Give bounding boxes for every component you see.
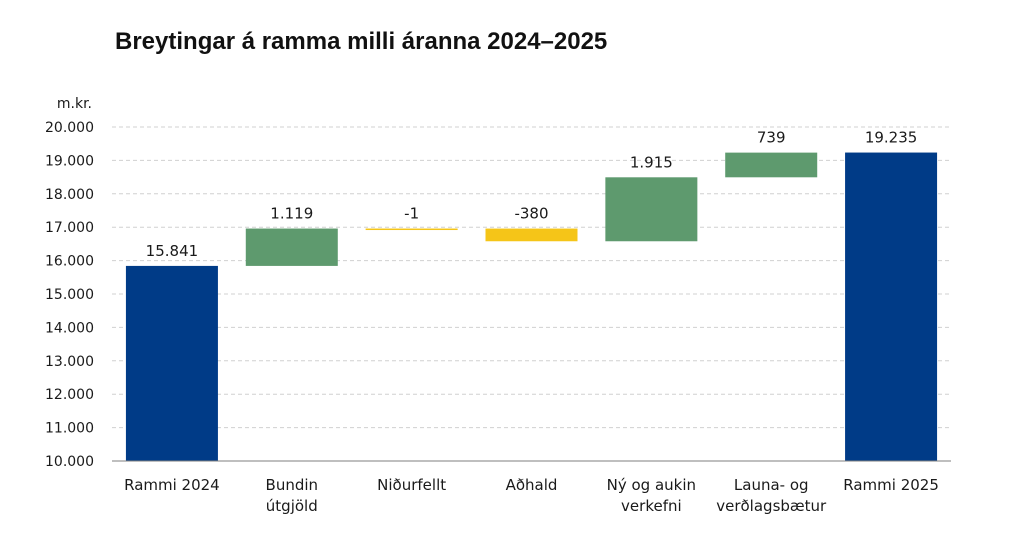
bar-1 — [245, 228, 338, 266]
grid-lines — [112, 126, 951, 429]
data-label-5: 739 — [757, 129, 786, 147]
y-tick-labels: 10.000 11.000 12.000 13.000 14.000 15.000 16.0… — [45, 120, 94, 470]
y-tick-label: 15.000 — [45, 287, 94, 303]
data-label-4: 1.915 — [630, 153, 673, 171]
bar-2 — [365, 228, 458, 231]
y-tick-label: 19.000 — [45, 153, 94, 169]
chart-title: Breytingar á ramma milli áranna 2024–202… — [115, 28, 608, 55]
bar-6 — [845, 152, 938, 461]
data-label-2: -1 — [404, 205, 419, 223]
category-label-2: Niðurfellt — [377, 476, 446, 494]
data-labels: 15.841 1.119 -1 -380 1.915 739 19.235 — [146, 129, 918, 260]
y-tick-label: 14.000 — [45, 320, 94, 336]
bar-0 — [125, 265, 218, 461]
data-label-0: 15.841 — [146, 242, 199, 260]
y-tick-label: 13.000 — [45, 354, 94, 370]
bar-3 — [485, 228, 578, 242]
data-label-1: 1.119 — [270, 205, 313, 223]
y-tick-label: 16.000 — [45, 254, 94, 270]
data-label-3: -380 — [514, 205, 548, 223]
y-tick-label: 20.000 — [45, 120, 94, 136]
data-label-6: 19.235 — [865, 129, 918, 147]
category-label-0: Rammi 2024 — [124, 476, 220, 494]
y-axis-unit-label: m.kr. — [57, 96, 92, 112]
y-tick-label: 12.000 — [45, 387, 94, 403]
bars — [125, 152, 938, 461]
y-tick-label: 18.000 — [45, 187, 94, 203]
y-tick-label: 10.000 — [45, 454, 94, 470]
category-label-3: Aðhald — [506, 476, 558, 494]
bar-5 — [725, 152, 818, 178]
bar-4 — [605, 177, 698, 242]
y-tick-label: 11.000 — [45, 421, 94, 437]
category-label-6: Rammi 2025 — [843, 476, 939, 494]
y-tick-label: 17.000 — [45, 220, 94, 236]
